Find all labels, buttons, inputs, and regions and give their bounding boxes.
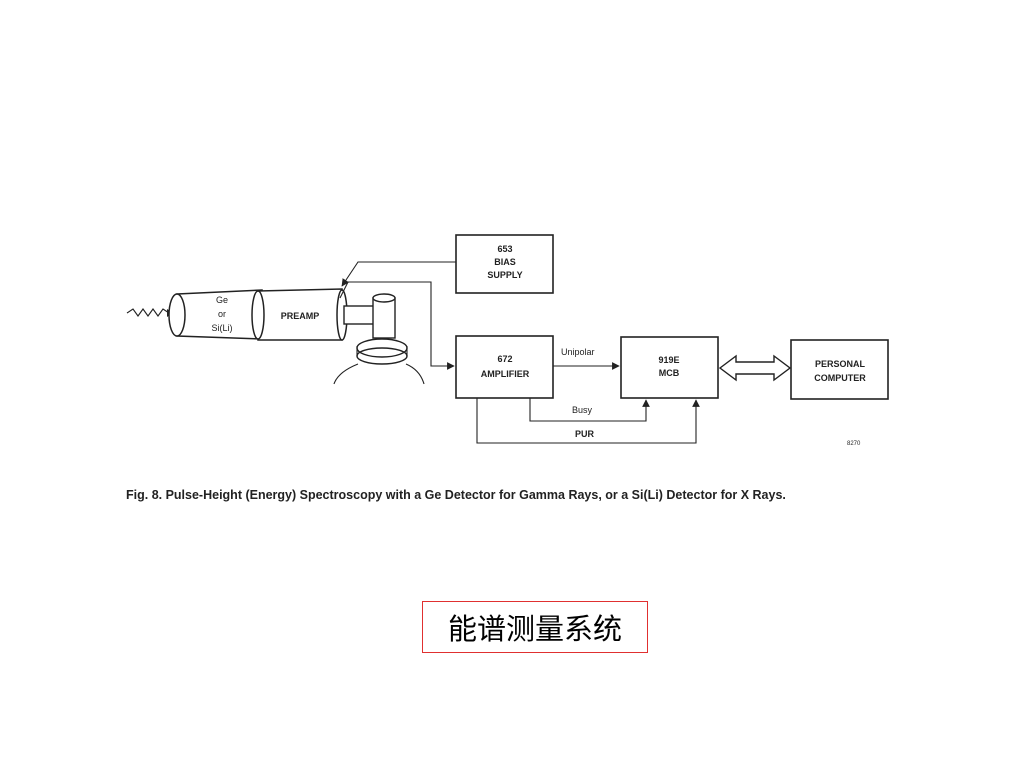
detector-label-line1: Ge xyxy=(216,295,228,305)
mcb-line1: 919E xyxy=(658,355,679,365)
personal-computer-box: PERSONAL COMPUTER xyxy=(790,339,889,400)
amplifier-box: 672 AMPLIFIER xyxy=(455,335,554,399)
computer-line2: COMPUTER xyxy=(814,373,866,383)
mcb-line2: MCB xyxy=(659,368,680,378)
bias-to-preamp-wire xyxy=(341,261,456,287)
unipolar-label: Unipolar xyxy=(561,347,595,357)
bias-supply-line3: SUPPLY xyxy=(487,270,522,280)
dewar-cryostat-icon xyxy=(333,293,425,385)
computer-line1: PERSONAL xyxy=(815,359,866,369)
detector-label-line2: or xyxy=(218,309,226,319)
radiation-wave-icon xyxy=(126,308,173,317)
bias-supply-box: 653 BIAS SUPPLY xyxy=(455,234,554,294)
figure-caption: Fig. 8. Pulse-Height (Energy) Spectrosco… xyxy=(126,488,786,502)
detector-cylinder: Ge or Si(Li) xyxy=(168,289,263,340)
preamp-cylinder: PREAMP xyxy=(251,288,348,341)
mcb-box: 919E MCB xyxy=(620,336,719,399)
amplifier-line2: AMPLIFIER xyxy=(481,369,530,379)
preamp-label: PREAMP xyxy=(281,311,320,321)
figure-code: 8270 xyxy=(847,441,861,447)
detector-label-line3: Si(Li) xyxy=(211,323,232,333)
amplifier-line1: 672 xyxy=(497,354,512,364)
pur-label: PUR xyxy=(575,429,595,439)
bias-supply-line2: BIAS xyxy=(494,257,516,267)
mcb-computer-link-arrow xyxy=(718,354,792,382)
busy-label: Busy xyxy=(572,405,593,415)
busy-wire xyxy=(529,398,650,422)
preamp-to-amplifier-wire xyxy=(339,281,455,370)
slide-title: 能谱测量系统 xyxy=(422,601,648,653)
pur-wire xyxy=(476,398,700,444)
bias-supply-line1: 653 xyxy=(497,244,512,254)
